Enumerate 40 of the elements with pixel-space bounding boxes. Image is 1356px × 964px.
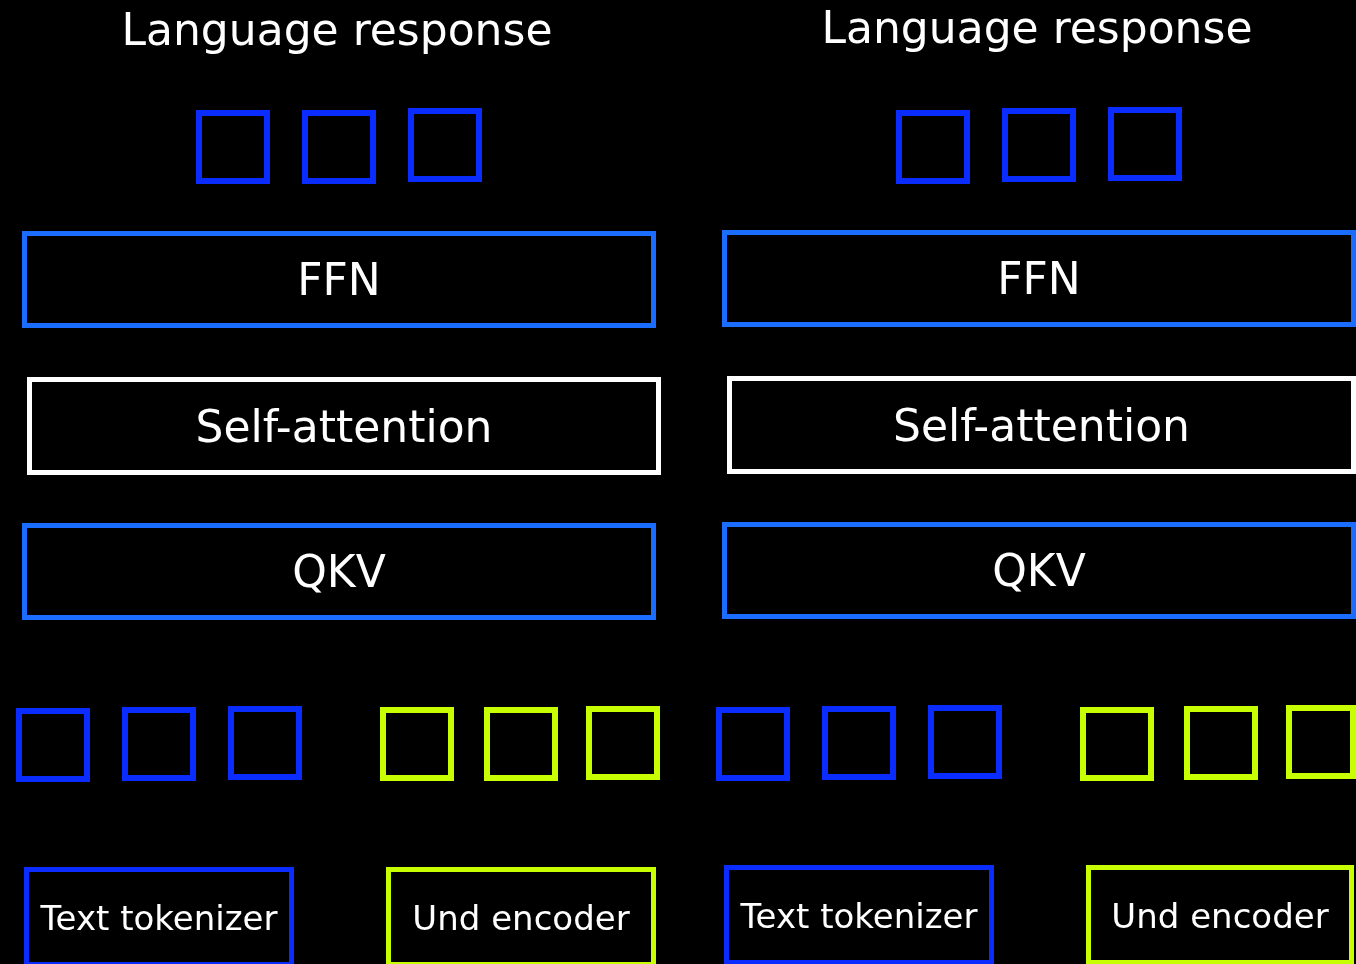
module-name: Und encoder [1111, 896, 1329, 936]
token-square [896, 110, 970, 184]
layer-name: Self-attention [893, 399, 1190, 451]
token-square [822, 706, 896, 780]
module-name: Und encoder [412, 898, 630, 938]
layer-box [727, 376, 1356, 474]
token-square [716, 707, 790, 781]
layer-box [27, 377, 661, 475]
token-square [586, 706, 660, 780]
token-square [122, 707, 196, 781]
layer-name: FFN [997, 253, 1081, 304]
input-module-box [1086, 865, 1354, 964]
token-square [1286, 705, 1356, 779]
token-square [228, 706, 302, 780]
layer-name: Self-attention [195, 400, 493, 452]
module-name: Text tokenizer [40, 898, 278, 938]
token-square [196, 110, 270, 184]
layer-box [22, 231, 656, 328]
token-square [302, 110, 376, 184]
token-square [1002, 108, 1076, 182]
token-square [16, 708, 90, 782]
layer-name: QKV [992, 545, 1086, 596]
token-square [408, 108, 482, 182]
layer-name: FFN [297, 254, 381, 305]
token-square [1184, 706, 1258, 780]
layer-name: QKV [292, 546, 386, 597]
output-heading: Language response [121, 4, 553, 55]
input-module-box [724, 865, 994, 964]
token-square [380, 707, 454, 781]
token-square [928, 705, 1002, 779]
token-square [1080, 707, 1154, 781]
token-square [484, 707, 558, 781]
layer-box [722, 522, 1356, 619]
layer-box [722, 230, 1356, 327]
layer-box [22, 523, 656, 620]
input-module-box [386, 867, 656, 964]
output-heading: Language response [821, 2, 1253, 53]
token-square [1108, 107, 1182, 181]
input-module-box [24, 867, 294, 964]
module-name: Text tokenizer [740, 896, 978, 936]
